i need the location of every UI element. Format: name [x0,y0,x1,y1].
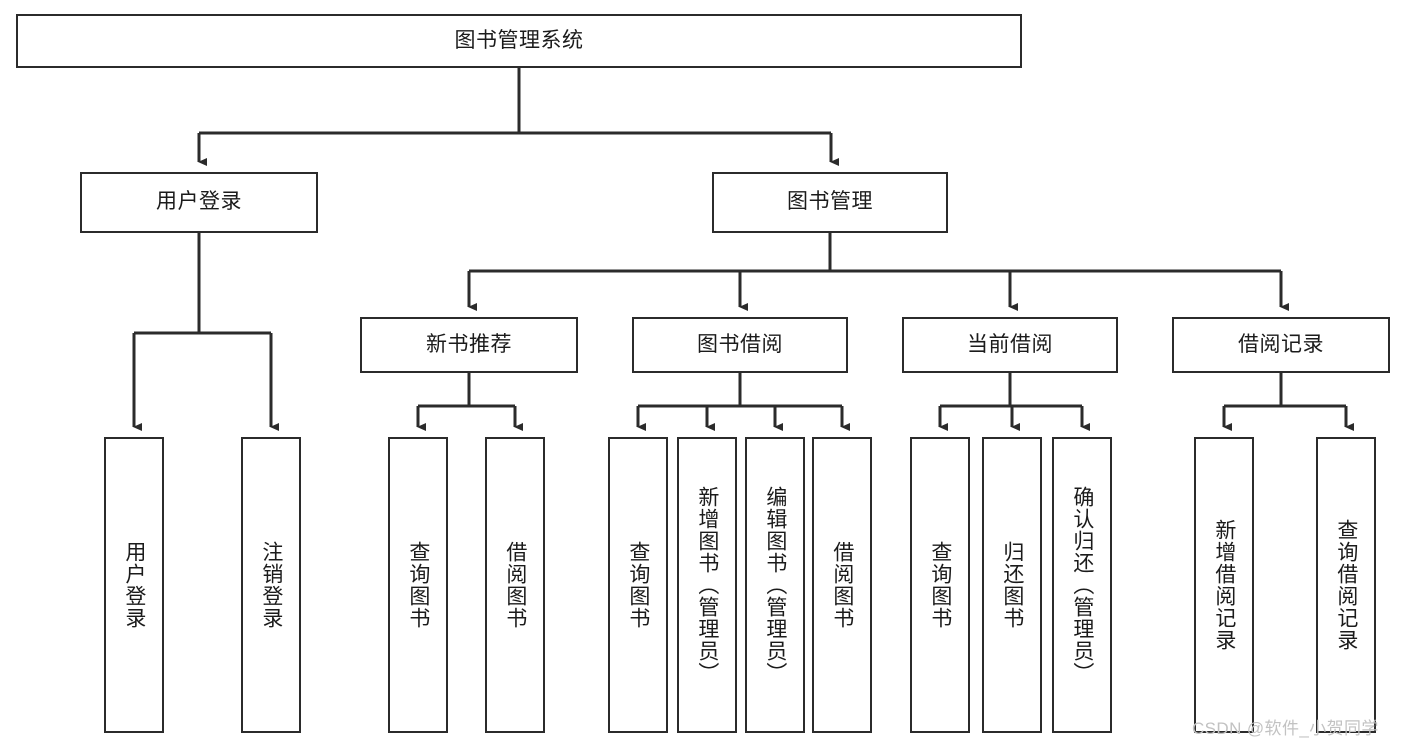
leaf-borrow-book[interactable]: 借阅图书 [812,437,872,733]
leaf-label: 查询图书 [626,541,650,629]
leaf-label: 新增借阅记录 [1212,519,1236,651]
leaf-label: 注销登录 [259,541,283,629]
leaf-label: 查询图书 [406,541,430,629]
node-borrow-record-label: 借阅记录 [1238,332,1324,356]
leaf-label: 查询借阅记录 [1334,519,1358,651]
node-user-login-label: 用户登录 [156,190,242,214]
leaf-logout[interactable]: 注销登录 [241,437,301,733]
node-book-management-label: 图书管理 [787,190,873,214]
node-current-borrow-label: 当前借阅 [967,332,1053,356]
leaf-label: 借阅图书 [503,541,527,629]
leaf-query-borrow-record[interactable]: 查询借阅记录 [1316,437,1376,733]
node-borrow-record[interactable]: 借阅记录 [1172,317,1390,373]
leaf-edit-book-admin[interactable]: 编辑图书（管理员） [745,437,805,733]
leaf-label: 确认归还（管理员） [1070,486,1094,684]
leaf-query-book-borrow[interactable]: 查询图书 [608,437,668,733]
node-root-label: 图书管理系统 [454,28,584,52]
leaf-confirm-return-admin[interactable]: 确认归还（管理员） [1052,437,1112,733]
leaf-add-book-admin[interactable]: 新增图书（管理员） [677,437,737,733]
node-root[interactable]: 图书管理系统 [16,14,1022,68]
leaf-add-borrow-record[interactable]: 新增借阅记录 [1194,437,1254,733]
node-book-borrow-label: 图书借阅 [697,332,783,356]
node-current-borrow[interactable]: 当前借阅 [902,317,1118,373]
leaf-label: 编辑图书（管理员） [763,486,787,684]
node-new-book-recommend-label: 新书推荐 [426,332,512,356]
leaf-label: 新增图书（管理员） [695,486,719,684]
leaf-label: 查询图书 [928,541,952,629]
leaf-user-login[interactable]: 用户登录 [104,437,164,733]
csdn-watermark: CSDN @软件_小贺同学 [1192,719,1379,738]
leaf-query-book-current[interactable]: 查询图书 [910,437,970,733]
node-book-borrow[interactable]: 图书借阅 [632,317,848,373]
node-new-book-recommend[interactable]: 新书推荐 [360,317,578,373]
leaf-label: 用户登录 [122,541,146,629]
leaf-return-book[interactable]: 归还图书 [982,437,1042,733]
leaf-label: 归还图书 [1000,541,1024,629]
leaf-borrow-book-recommend[interactable]: 借阅图书 [485,437,545,733]
node-user-login[interactable]: 用户登录 [80,172,318,233]
leaf-label: 借阅图书 [830,541,854,629]
node-book-management[interactable]: 图书管理 [712,172,948,233]
leaf-query-book-recommend[interactable]: 查询图书 [388,437,448,733]
